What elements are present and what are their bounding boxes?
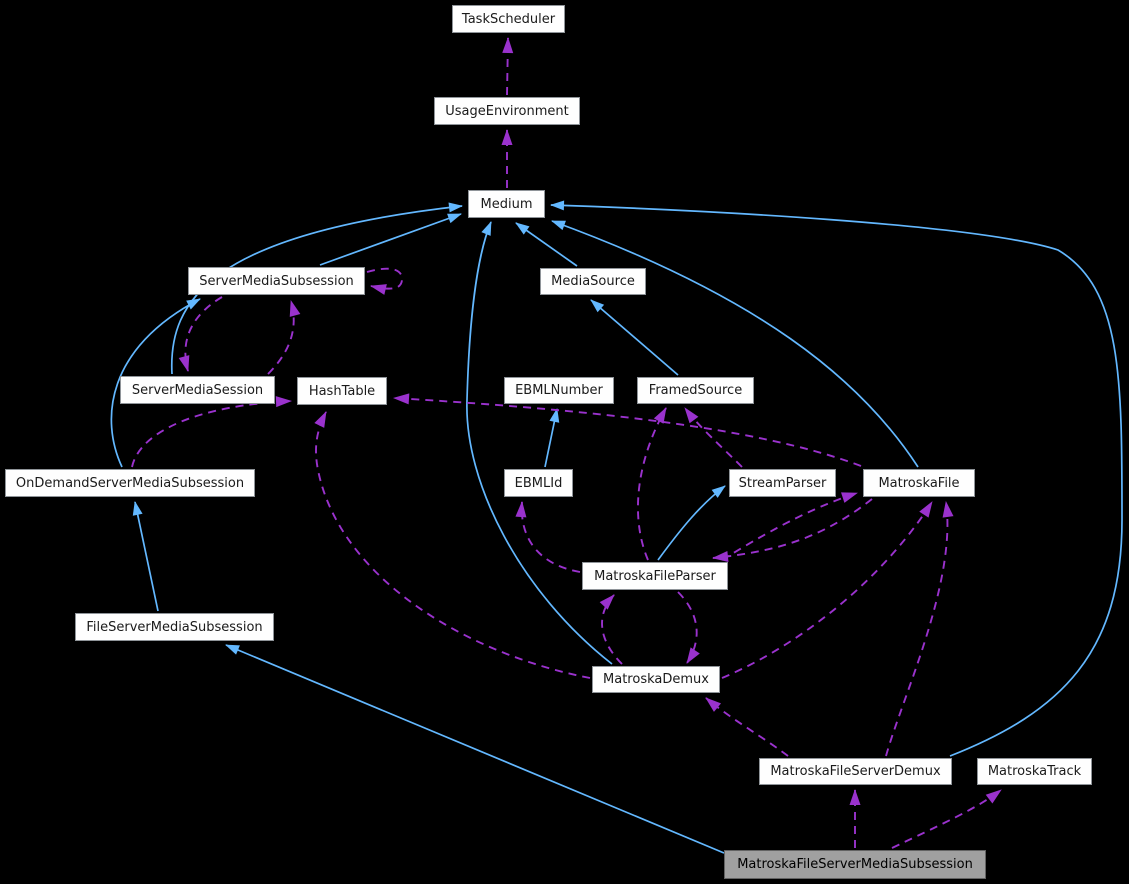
node-label-mediasource: MediaSource — [551, 274, 635, 289]
node-label-ebmlid: EBMLId — [514, 475, 563, 491]
node-servermediasubsession[interactable]: ServerMediaSubsession — [188, 267, 365, 295]
node-label-streamparser: StreamParser — [738, 475, 827, 491]
edge-framedsource-to-mediasource — [590, 299, 679, 376]
node-matroskademux[interactable]: MatroskaDemux — [592, 666, 720, 693]
node-mediasource[interactable]: MediaSource — [540, 268, 646, 295]
edge-matroskafileparser-to-framedsource — [637, 407, 667, 561]
node-taskscheduler[interactable]: TaskScheduler — [452, 5, 565, 33]
node-medium[interactable]: Medium — [468, 190, 545, 218]
node-ondemandservermediasubsession[interactable]: OnDemandServerMediaSubsession — [5, 469, 255, 497]
edge-matroskademux-to-matroskafileparser — [599, 594, 623, 665]
node-ebmlnumber[interactable]: EBMLNumber — [504, 377, 614, 404]
node-label-framedsource: FramedSource — [648, 383, 743, 398]
node-label-medium: Medium — [480, 196, 533, 212]
node-hashtable[interactable]: HashTable — [297, 377, 387, 405]
node-label-ondemandservermediasubsession: OnDemandServerMediaSubsession — [15, 475, 245, 491]
edge-ebmlid-to-ebmlnumber — [544, 408, 560, 468]
node-servermediasession[interactable]: ServerMediaSession — [120, 376, 275, 404]
edge-usageenvironment-to-taskscheduler — [502, 37, 514, 96]
edge-matroskafileserverdemux-to-matroskademux — [705, 697, 789, 757]
node-label-matroskafileparser: MatroskaFileParser — [594, 568, 716, 584]
edge-matroskafileparser-to-matroskademux — [677, 591, 700, 664]
node-label-servermediasubsession: ServerMediaSubsession — [199, 273, 354, 289]
node-label-ebmlnumber: EBMLNumber — [515, 383, 603, 398]
node-matroskafileparser[interactable]: MatroskaFileParser — [582, 562, 728, 590]
edge-servermediasubsession-to-medium — [319, 213, 462, 266]
node-label-fileservermediasubsession: FileServerMediaSubsession — [86, 619, 263, 635]
edge-matroskafile-to-medium — [551, 220, 919, 468]
edge-matroskademux-to-medium — [466, 221, 613, 665]
node-label-matroskafileservermediasubsession: MatroskaFileServerMediaSubsession — [737, 857, 973, 872]
node-label-taskscheduler: TaskScheduler — [461, 11, 556, 27]
edge-matroskafileparser-to-streamparser — [657, 485, 726, 561]
edge-servermediasubsession-to-servermediasession — [178, 296, 223, 372]
node-matroskafileservermediasubsession[interactable]: MatroskaFileServerMediaSubsession — [724, 850, 986, 879]
edge-ondemandservermediasubsession-to-servermediasubsession — [110, 298, 201, 468]
node-matroskafile[interactable]: MatroskaFile — [863, 469, 975, 497]
node-label-matroskatrack: MatroskaTrack — [987, 764, 1082, 779]
node-label-hashtable: HashTable — [308, 383, 376, 399]
node-label-matroskafileserverdemux: MatroskaFileServerDemux — [770, 764, 941, 779]
edge-matroskafileparser-to-matroskafile — [721, 492, 858, 561]
edge-streamparser-to-framedsource — [684, 407, 743, 468]
node-streamparser[interactable]: StreamParser — [729, 469, 836, 497]
node-label-matroskafile: MatroskaFile — [878, 475, 960, 491]
node-ebmlid[interactable]: EBMLId — [504, 469, 573, 497]
edge-matroskafile-to-hashtable — [393, 393, 862, 467]
node-label-matroskademux: MatroskaDemux — [603, 672, 709, 687]
edge-servermediasession-to-servermediasubsession — [267, 300, 301, 375]
edge-servermediasubsession-to-servermediasubsession — [366, 267, 403, 295]
edge-matroskafile-to-matroskafileparser — [712, 498, 873, 562]
edge-matroskafileservermediasubsession-to-matroskatrack — [891, 789, 1002, 849]
edge-matroskafileserverdemux-to-matroskafile — [885, 501, 954, 757]
edge-matroskademux-to-matroskafile — [721, 501, 933, 679]
edge-matroskafileparser-to-ebmlid — [515, 501, 581, 573]
edge-ondemandservermediasubsession-to-hashtable — [131, 396, 292, 468]
node-matroskafileserverdemux[interactable]: MatroskaFileServerDemux — [759, 758, 952, 785]
node-label-servermediasession: ServerMediaSession — [131, 382, 264, 398]
edge-matroskafileserverdemux-to-medium — [550, 200, 1123, 757]
edge-fileservermediasubsession-to-ondemandservermediasubsession — [132, 501, 159, 612]
node-framedsource[interactable]: FramedSource — [637, 377, 754, 404]
node-fileservermediasubsession[interactable]: FileServerMediaSubsession — [75, 613, 274, 641]
node-label-usageenvironment: UsageEnvironment — [445, 103, 569, 119]
node-matroskatrack[interactable]: MatroskaTrack — [977, 758, 1092, 785]
edge-matroskafileservermediasubsession-to-fileservermediasubsession — [225, 644, 725, 854]
node-usageenvironment[interactable]: UsageEnvironment — [434, 97, 580, 125]
edge-mediasource-to-medium — [515, 222, 578, 267]
